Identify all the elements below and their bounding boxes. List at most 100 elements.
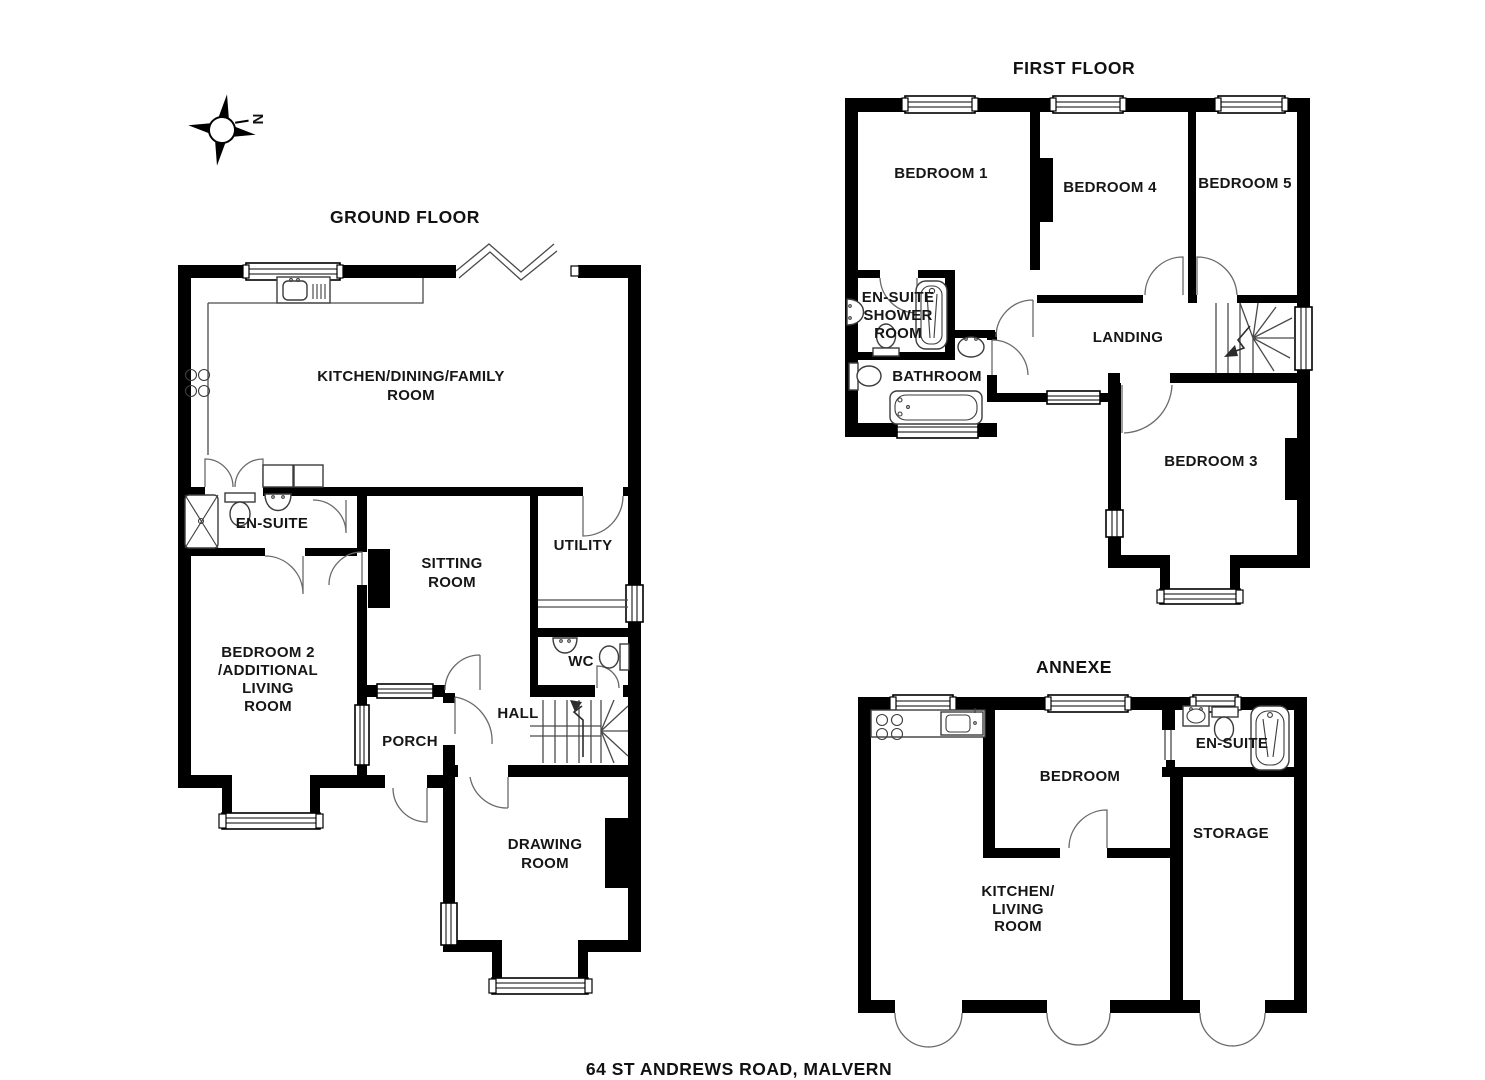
kitchen-sink-icon <box>276 276 331 304</box>
first-floor-walls <box>845 98 1310 593</box>
room-label-bedroom1: BEDROOM 1 <box>894 165 988 182</box>
address-title: 64 ST ANDREWS ROAD, MALVERN <box>586 1059 892 1079</box>
window <box>625 584 644 623</box>
ground-floor-fixtures <box>184 276 630 671</box>
chimney-breast <box>368 549 390 608</box>
french-door-arc <box>1077 1012 1111 1046</box>
sink-icon <box>846 298 864 326</box>
first-floor-title: FIRST FLOOR <box>1013 58 1135 78</box>
door-arc <box>582 495 624 537</box>
room-label-kitchen: KITCHEN/DINING/FAMILY <box>317 368 504 385</box>
door-arc <box>392 787 428 823</box>
room-label-bedroom2: LIVING <box>242 680 294 697</box>
door-arc <box>204 458 234 488</box>
window <box>901 95 979 114</box>
room-label-bedroom2: BEDROOM 2 <box>221 644 315 661</box>
french-door-arc <box>927 1012 963 1048</box>
door-arc <box>596 665 620 689</box>
room-label-kitchen: ROOM <box>387 387 435 404</box>
annexe-plan: ANNEXE <box>858 657 1307 1048</box>
stairs-direction-arrow <box>1224 325 1251 357</box>
door-arc <box>1068 809 1108 849</box>
kitchen-worktop <box>207 278 424 455</box>
window <box>1105 509 1124 538</box>
bath-icon <box>889 390 983 425</box>
window <box>440 902 458 946</box>
window <box>354 704 370 766</box>
window <box>1044 694 1132 713</box>
wall-break-zigzag <box>455 243 558 281</box>
room-label-sitting: SITTING <box>421 555 482 572</box>
chimney-breast <box>1285 438 1297 500</box>
french-door-arc <box>1046 1012 1080 1046</box>
first-floor-room-labels: BEDROOM 1 BEDROOM 4 BEDROOM 5 EN-SUITE S… <box>862 165 1292 470</box>
room-label-en-suite-shower: SHOWER <box>863 307 932 324</box>
room-label-en-suite-shower: ROOM <box>874 325 922 342</box>
french-door-arc <box>1231 1012 1266 1047</box>
room-label-landing: LANDING <box>1093 329 1163 346</box>
annexe-title: ANNEXE <box>1036 657 1112 677</box>
door-arc <box>234 458 264 488</box>
shower-icon <box>184 494 219 549</box>
toilet-icon <box>872 323 900 357</box>
room-label-bedroom: BEDROOM <box>1040 768 1120 785</box>
first-floor-plan: FIRST FLOOR <box>845 58 1313 605</box>
first-floor-windows <box>896 95 1313 605</box>
first-floor-fixtures <box>846 280 985 425</box>
room-label-utility: UTILITY <box>554 537 613 554</box>
door-arc <box>312 499 347 534</box>
shower-bath-icon <box>915 280 948 350</box>
door-arc <box>454 696 493 745</box>
annexe-room-labels: EN-SUITE BEDROOM STORAGE KITCHEN/ LIVING… <box>981 735 1268 935</box>
room-label-drawing: ROOM <box>521 855 569 872</box>
door-jamb <box>570 265 580 277</box>
room-label-wc: WC <box>568 653 594 670</box>
annexe-fixtures <box>870 705 1290 771</box>
hob-icon <box>184 368 211 398</box>
compass-north-label: N <box>249 114 266 125</box>
sink-icon <box>552 637 578 654</box>
room-label-kitchen-living: ROOM <box>994 918 1042 935</box>
ground-floor-doors <box>204 458 624 823</box>
toilet-icon <box>224 492 256 527</box>
sink-icon <box>264 493 292 511</box>
room-label-bedroom4: BEDROOM 4 <box>1063 179 1157 196</box>
sink-icon <box>1182 705 1210 727</box>
room-label-bedroom5: BEDROOM 5 <box>1198 175 1292 192</box>
room-label-en-suite: EN-SUITE <box>236 515 308 532</box>
door-arc <box>1196 256 1238 296</box>
bay-window <box>1156 588 1244 605</box>
window <box>1049 95 1127 114</box>
room-label-bedroom2: ROOM <box>244 698 292 715</box>
french-door-arc <box>894 1012 930 1048</box>
cupboard <box>293 464 324 488</box>
window <box>242 262 344 281</box>
toilet-icon <box>598 643 630 671</box>
toilet-icon <box>1211 706 1239 742</box>
room-label-drawing: DRAWING <box>508 836 583 853</box>
door-arc <box>328 551 363 586</box>
room-label-bathroom: BATHROOM <box>892 368 982 385</box>
bay-window <box>488 977 593 995</box>
compass-rose: N <box>188 94 266 166</box>
kitchen-sink-icon <box>940 708 984 736</box>
room-label-sitting: ROOM <box>428 574 476 591</box>
window <box>1046 390 1101 405</box>
toilet-icon <box>848 362 882 391</box>
ground-floor-windows <box>218 262 644 995</box>
door-arc <box>991 339 1029 376</box>
annexe-doors <box>894 730 1266 1048</box>
sink-icon <box>957 336 985 358</box>
french-door-arc <box>1199 1012 1234 1047</box>
staircase <box>530 699 629 764</box>
sliding-door <box>1164 730 1172 760</box>
room-label-kitchen-living: LIVING <box>992 901 1044 918</box>
door-arc <box>264 555 304 595</box>
bay-window <box>218 812 324 830</box>
window <box>1214 95 1289 114</box>
door-arc <box>1144 256 1184 296</box>
room-label-kitchen-living: KITCHEN/ <box>981 883 1055 900</box>
stairs-direction-arrow <box>570 700 584 757</box>
